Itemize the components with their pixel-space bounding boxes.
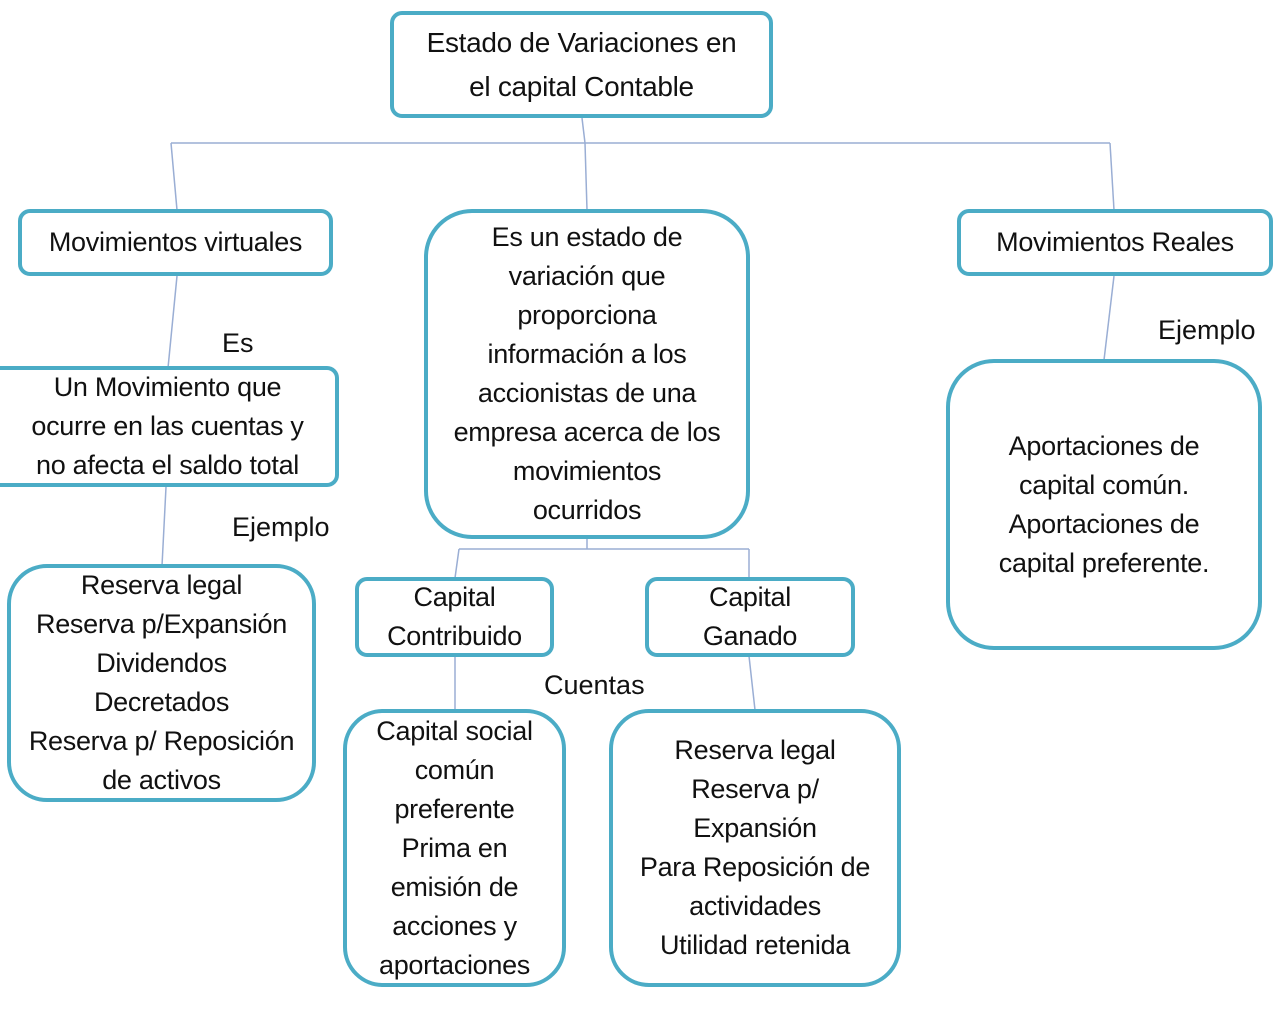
real-examples-box: Aportaciones de capital común. Aportacio…	[946, 359, 1262, 650]
connector-right-to-examples	[1103, 275, 1115, 361]
earned-capital-box: Capital Ganado	[645, 577, 855, 657]
virtual-examples-text: Reserva legal Reserva p/Expansión Divide…	[28, 570, 295, 795]
description-box: Es un estado de variación que proporcion…	[424, 209, 750, 539]
connector-to-contribuido	[454, 548, 460, 579]
es-label: Es	[222, 328, 254, 358]
earned-accounts-box: Reserva legal Reserva p/ Expansión Para …	[609, 709, 901, 987]
connector-left-to-definition	[167, 275, 178, 369]
real-movements-label: Movimientos Reales	[996, 227, 1234, 257]
connector-bar-to-left	[170, 142, 178, 211]
virtual-movements-label: Movimientos virtuales	[48, 227, 303, 257]
contributed-capital-box: Capital Contribuido	[355, 577, 554, 657]
earned-accounts-text: Reserva legal Reserva p/ Expansión Para …	[639, 735, 871, 960]
contributed-accounts-text: Capital social común preferente Prima en…	[376, 715, 533, 980]
connector-ganado-to-accounts	[748, 655, 756, 711]
contributed-capital-label: Capital Contribuido	[387, 582, 522, 651]
left-example-label: Ejemplo	[232, 512, 330, 542]
accounts-label: Cuentas	[544, 670, 645, 700]
contributed-accounts-box: Capital social común preferente Prima en…	[343, 709, 566, 987]
connector-bar-to-center	[584, 142, 588, 211]
virtual-definition-box: Un Movimiento que ocurre en las cuentas …	[0, 366, 339, 487]
real-movements-box: Movimientos Reales	[957, 209, 1273, 276]
connector-bar-to-right	[1109, 142, 1115, 211]
earned-capital-label: Capital Ganado	[702, 582, 798, 651]
description-text: Es un estado de variación que proporcion…	[453, 222, 721, 525]
title-text: Estado de Variaciones en el capital Cont…	[426, 26, 737, 102]
virtual-definition-text: Un Movimiento que ocurre en las cuentas …	[31, 372, 304, 480]
real-examples-text: Aportaciones de capital común. Aportacio…	[998, 430, 1210, 578]
virtual-examples-box: Reserva legal Reserva p/Expansión Divide…	[7, 564, 316, 802]
connector-title-to-bar	[581, 117, 586, 144]
connector-definition-to-examples	[161, 486, 167, 567]
title-box: Estado de Variaciones en el capital Cont…	[390, 11, 773, 118]
virtual-movements-box: Movimientos virtuales	[18, 209, 333, 276]
right-example-label: Ejemplo	[1158, 315, 1256, 345]
